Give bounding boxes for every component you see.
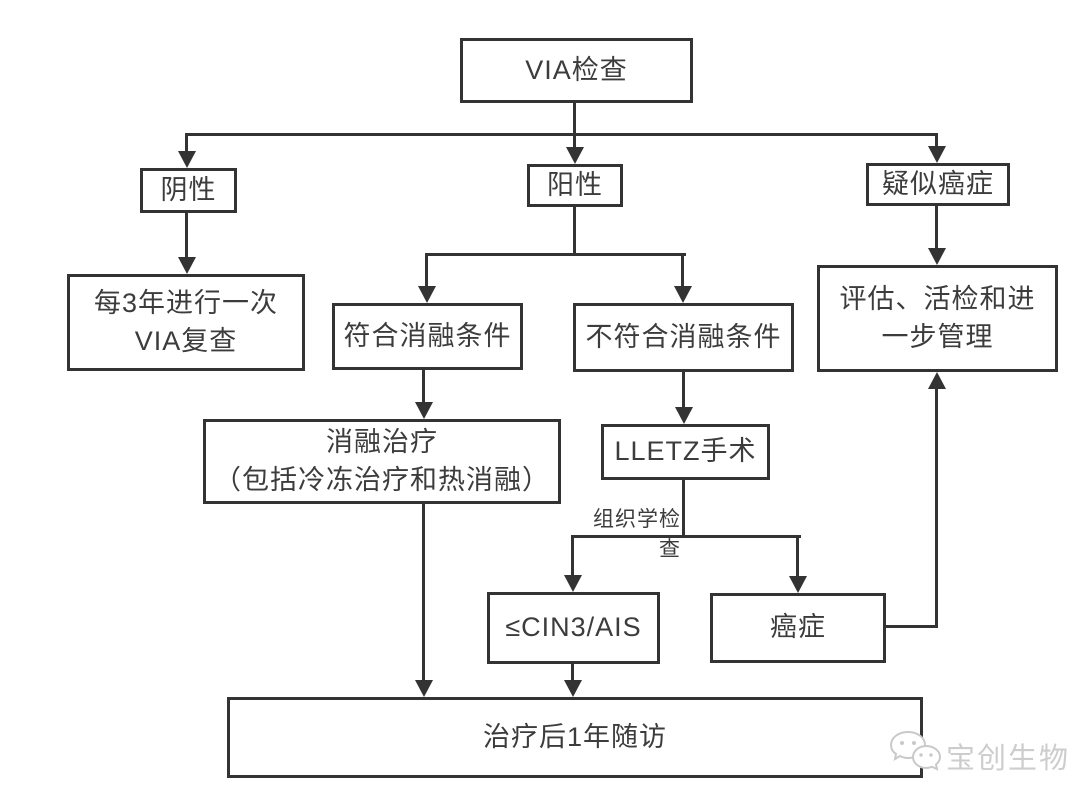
edge-cancer-out bbox=[886, 625, 938, 628]
edge-cin3-to-followup bbox=[571, 664, 574, 682]
edge-positive-stem bbox=[573, 207, 576, 256]
arrowhead-to-negative bbox=[178, 151, 196, 168]
node-lletz-surgery: LLETZ手术 bbox=[601, 424, 770, 480]
wechat-icon bbox=[888, 728, 942, 783]
node-via-recheck: 每3年进行一次 VIA复查 bbox=[67, 274, 305, 371]
edge-to-cin3 bbox=[571, 537, 574, 577]
edge-negative-to-recheck bbox=[185, 213, 188, 259]
node-cancer: 癌症 bbox=[710, 593, 886, 663]
edge-lletz-stem bbox=[682, 479, 685, 538]
arrowhead-to-suspected-cancer bbox=[928, 146, 946, 163]
node-negative: 阴性 bbox=[140, 168, 237, 213]
edge-label-histology: 组织学检查 bbox=[593, 508, 681, 561]
node-followup: 治疗后1年随访 bbox=[227, 697, 923, 778]
edge-via-stem bbox=[573, 101, 576, 135]
edge-ablation-to-followup bbox=[422, 504, 425, 682]
arrowhead-to-not-eligible bbox=[674, 286, 692, 303]
edge-histology-rail bbox=[571, 535, 801, 538]
arrowhead-to-cin3 bbox=[564, 575, 582, 592]
edge-to-negative bbox=[185, 135, 188, 153]
edge-top-rail bbox=[185, 133, 938, 136]
watermark: 宝创生物 bbox=[888, 728, 1070, 783]
arrowhead-cin3-to-followup bbox=[564, 680, 582, 697]
node-positive: 阳性 bbox=[527, 164, 623, 207]
node-ablation-eligible: 符合消融条件 bbox=[332, 303, 523, 370]
node-evaluate-biopsy-manage: 评估、活检和进 一步管理 bbox=[817, 265, 1058, 372]
arrowhead-to-recheck bbox=[178, 257, 196, 274]
edge-cancer-to-evaluation bbox=[935, 387, 938, 628]
edge-to-cancer bbox=[796, 537, 799, 578]
edge-not-eligible-to-lletz bbox=[682, 372, 685, 409]
node-via-exam: VIA检查 bbox=[460, 38, 693, 103]
arrowhead-to-eligible bbox=[418, 286, 436, 303]
edge-suspected-to-evaluation bbox=[935, 206, 938, 250]
edge-positive-rail bbox=[425, 253, 686, 256]
edge-eligible-to-ablation bbox=[422, 370, 425, 404]
edge-to-suspected-cancer bbox=[935, 135, 938, 148]
arrowhead-to-lletz bbox=[675, 407, 693, 424]
node-ablation-treatment: 消融治疗 （包括冷冻治疗和热消融） bbox=[203, 419, 561, 504]
arrowhead-to-ablation bbox=[415, 402, 433, 419]
node-suspected-cancer: 疑似癌症 bbox=[866, 163, 1010, 206]
arrowhead-to-evaluation bbox=[928, 248, 946, 265]
edge-to-eligible bbox=[425, 255, 428, 288]
arrowhead-to-positive bbox=[566, 147, 584, 164]
node-ablation-not-eligible: 不符合消融条件 bbox=[573, 303, 794, 372]
watermark-brand-text: 宝创生物 bbox=[946, 742, 1071, 775]
arrowhead-ablation-to-followup bbox=[415, 680, 433, 697]
arrowhead-cancer-to-evaluation bbox=[928, 372, 946, 389]
node-cin3-ais: ≤CIN3/AIS bbox=[487, 592, 660, 664]
edge-to-positive bbox=[573, 135, 576, 149]
edge-to-not-eligible bbox=[681, 255, 684, 288]
arrowhead-to-cancer bbox=[789, 576, 807, 593]
